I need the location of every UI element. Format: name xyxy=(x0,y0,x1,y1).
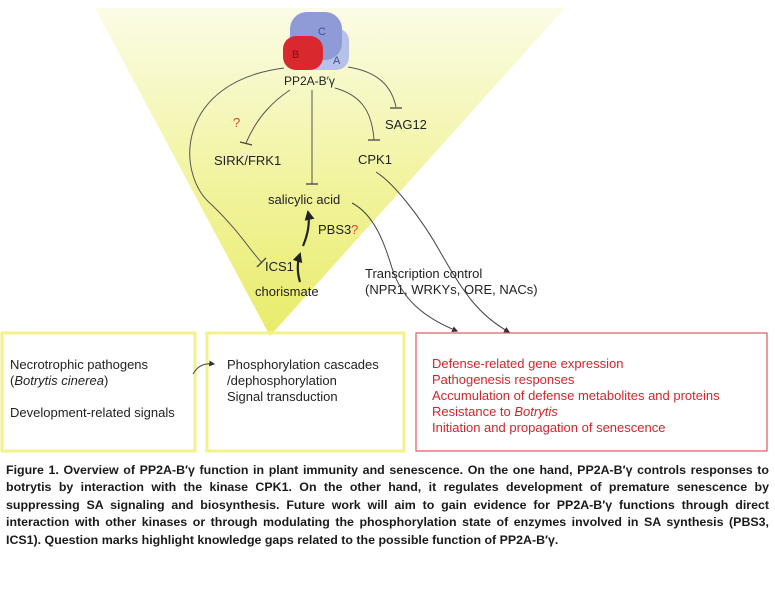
pbs3-label: PBS3 xyxy=(318,222,351,237)
signaling-text: Phosphorylation cascades /dephosphorylat… xyxy=(227,357,379,405)
inhibit-sirk-bar xyxy=(239,141,253,146)
arrow-sa-outcomes xyxy=(351,202,459,332)
signals-line3: Development-related signals xyxy=(10,405,175,420)
chorismate-label: chorismate xyxy=(255,284,319,299)
salicylic-acid-label: salicylic acid xyxy=(268,192,340,207)
signals-line2: (Botrytis cinerea) xyxy=(10,373,109,388)
inhibit-ics1-line xyxy=(189,67,285,264)
arrow-chorismate-ics1 xyxy=(292,252,303,283)
figure-caption: Figure 1. Overview of PP2A-B′γ function … xyxy=(6,463,769,547)
outcomes-line5: Initiation and propagation of senescence xyxy=(432,420,666,435)
signals-text: Necrotrophic pathogens (Botrytis cinerea… xyxy=(10,357,175,421)
botrytis-species: Botrytis cinerea xyxy=(14,373,104,388)
signaling-line3: Signal transduction xyxy=(227,389,338,404)
question-mark-sirk: ? xyxy=(233,115,240,130)
inhibit-sag12-line xyxy=(347,66,397,108)
ics1-label: ICS1 xyxy=(265,259,294,274)
subunit-b xyxy=(283,36,323,70)
question-mark-pbs3: ? xyxy=(351,222,358,237)
pp2a-complex: B C A xyxy=(283,12,349,70)
botrytis-genus: Botrytis xyxy=(514,404,558,419)
inhibit-sirk-line xyxy=(245,89,291,144)
outcomes-line4: Resistance to Botrytis xyxy=(432,404,558,419)
inhibit-ics1-bar xyxy=(256,257,267,268)
sag12-label: SAG12 xyxy=(385,117,427,132)
signaling-line2: /dephosphorylation xyxy=(227,373,337,388)
outcomes-line2: Pathogenesis responses xyxy=(432,372,575,387)
transcription-line2: (NPR1, WRKYs, ORE, NACs) xyxy=(365,282,538,297)
box-signaling xyxy=(205,331,406,453)
outcomes-line3: Accumulation of defense metabolites and … xyxy=(432,388,720,403)
box-signals xyxy=(0,331,197,453)
signal-cone xyxy=(95,8,565,336)
cpk1-label: CPK1 xyxy=(358,152,392,167)
inhibit-cpk1-line xyxy=(334,87,375,141)
signaling-line1: Phosphorylation cascades xyxy=(227,357,379,372)
box-outcomes xyxy=(415,332,768,452)
subunit-c-label: C xyxy=(318,26,326,38)
outcomes-text: Defense-related gene expression Pathogen… xyxy=(432,356,720,436)
sirk-label: SIRK/FRK1 xyxy=(214,153,281,168)
arrow-ics1-sa xyxy=(301,210,315,247)
subunit-b-label: B xyxy=(292,49,299,61)
transcription-line1: Transcription control xyxy=(365,266,482,281)
signals-line1: Necrotrophic pathogens xyxy=(10,357,149,372)
protein-label: PP2A-B′γ xyxy=(284,74,335,88)
outcomes-line1: Defense-related gene expression xyxy=(432,356,624,371)
arrow-cpk1-outcomes xyxy=(375,171,511,333)
arrow-signals-signaling xyxy=(192,360,216,375)
pp2a-diagram: B C A PP2A-B′γ ? SIRK/FRK1 SAG12 CPK1 sa… xyxy=(0,8,768,453)
subunit-a-label: A xyxy=(333,55,341,67)
